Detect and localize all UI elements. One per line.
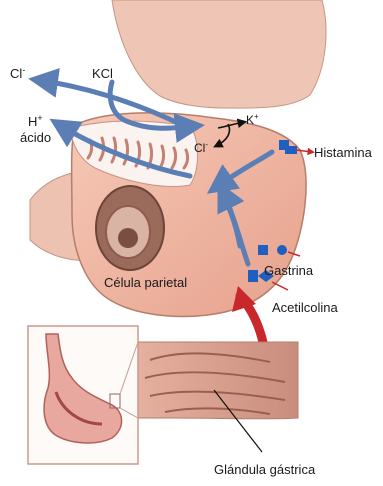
label-kcl: KCl: [92, 66, 113, 81]
label-acetilcolina: Acetilcolina: [272, 300, 339, 315]
label-k-plus: K+: [246, 112, 259, 127]
label-glandula-gastrica: Glándula gástrica: [214, 462, 316, 477]
label-h-plus: H+: [28, 113, 43, 129]
nucleolus: [118, 228, 138, 248]
label-celula-parietal: Célula parietal: [104, 275, 187, 290]
label-gastrina: Gastrina: [264, 263, 314, 278]
label-acido: ácido: [20, 130, 51, 145]
upper-cell: [112, 0, 326, 108]
label-cl-left: Cl-: [10, 65, 25, 81]
label-histamina: Histamina: [314, 145, 373, 160]
